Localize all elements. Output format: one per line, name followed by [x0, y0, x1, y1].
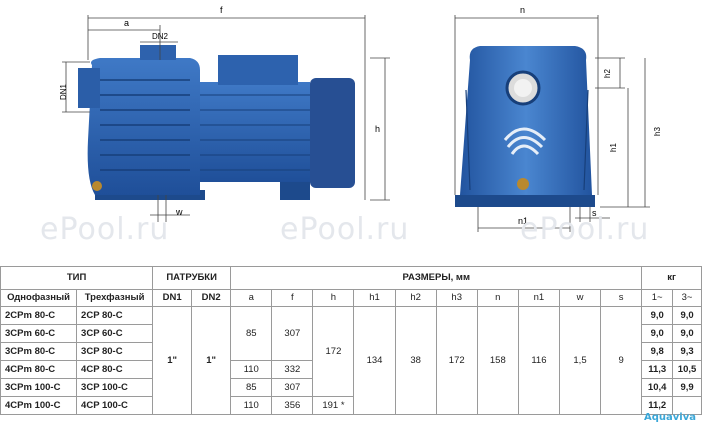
header-type: ТИП: [0, 266, 154, 290]
table-row: 3CPm 80-C 3CP 80-C 9,8 9,3: [0, 342, 702, 361]
cell-w: 1,5: [558, 306, 602, 415]
side-view: [78, 45, 355, 200]
dim-w: w: [175, 207, 183, 217]
cell-h3: 172: [435, 306, 478, 415]
cell-w3: 10,5: [672, 360, 702, 379]
cell-w1: 11,2: [641, 396, 674, 415]
table-row: 3CPm 60-C 3CP 60-C 9,0 9,0: [0, 324, 702, 343]
cell-w1: 9,0: [641, 306, 674, 325]
dim-h: h: [375, 124, 380, 134]
header-ports: ПАТРУБКИ: [152, 266, 232, 290]
front-dimension-lines: [454, 15, 650, 232]
cell-a: 110: [230, 396, 273, 415]
col-h: h: [312, 289, 355, 307]
cell-three: 3CP 100-C: [76, 378, 154, 397]
dim-dn2: DN2: [152, 32, 169, 41]
dim-a: a: [124, 18, 129, 28]
cell-w1: 9,8: [641, 342, 674, 361]
cell-h: 172: [312, 306, 355, 397]
cell-n: 158: [476, 306, 519, 415]
cell-three: 2CP 80-C: [76, 306, 154, 325]
table-row: 4CPm 80-C 4CP 80-C 110 332 11,3 10,5: [0, 360, 702, 379]
brand-logo: Aquaviva: [644, 412, 696, 423]
col-single: Однофазный: [0, 289, 78, 307]
cell-w1: 11,3: [641, 360, 674, 379]
col-f: f: [271, 289, 314, 307]
dim-h2: h2: [603, 69, 612, 78]
watermark: ePool.ru: [520, 212, 650, 247]
cell-single: 3CPm 80-C: [0, 342, 78, 361]
cell-three: 4CP 80-C: [76, 360, 154, 379]
cell-f: 332: [271, 360, 314, 379]
cell-w1: 10,4: [641, 378, 674, 397]
table-row: 4CPm 100-C 4CP 100-C 110 356 191 * 11,2: [0, 396, 702, 415]
cell-a: 85: [230, 378, 273, 397]
cell-h1: 134: [353, 306, 396, 415]
col-n1: n1: [517, 289, 560, 307]
col-h3: h3: [435, 289, 478, 307]
col-w: w: [558, 289, 602, 307]
cell-w3: 9,0: [672, 324, 702, 343]
dim-dn1: DN1: [59, 83, 68, 100]
cell-w3: 9,0: [672, 306, 702, 325]
col-dn2: DN2: [191, 289, 232, 307]
cell-single: 4CPm 100-C: [0, 396, 78, 415]
cell-three: 3CP 80-C: [76, 342, 154, 361]
dim-f: f: [220, 5, 223, 15]
cell-h2: 38: [394, 306, 437, 415]
cell-single: 3CPm 100-C: [0, 378, 78, 397]
dim-n: n: [520, 5, 525, 15]
col-w1: 1~: [641, 289, 674, 307]
cell-three: 4CP 100-C: [76, 396, 154, 415]
table-row: 2CPm 80-C 2CP 80-C 1" 1" 85 307 172 134 …: [0, 306, 702, 415]
cell-a: 85: [230, 306, 273, 361]
cell-single: 2CPm 80-C: [0, 306, 78, 325]
dim-h1: h1: [609, 143, 618, 152]
col-s: s: [600, 289, 643, 307]
cell-n1: 116: [517, 306, 560, 415]
cell-w3: [672, 396, 702, 415]
side-dimension-lines: [62, 15, 390, 222]
pump-drawings: a f DN2 DN1 h w n h2 h3: [59, 5, 662, 232]
cell-w1: 9,0: [641, 324, 674, 343]
header-weight: кг: [641, 266, 702, 290]
col-w3: 3~: [672, 289, 702, 307]
cell-w3: 9,9: [672, 378, 702, 397]
cell-f: 307: [271, 306, 314, 361]
cell-w3: 9,3: [672, 342, 702, 361]
cell-dn2: 1": [191, 306, 232, 415]
header-dims: РАЗМЕРЫ, мм: [230, 266, 643, 290]
cell-single: 4CPm 80-C: [0, 360, 78, 379]
dim-h3: h3: [653, 127, 662, 136]
cell-f: 307: [271, 378, 314, 397]
cell-s: 9: [600, 306, 643, 415]
watermark: ePool.ru: [40, 212, 170, 247]
col-three: Трехфазный: [76, 289, 154, 307]
col-h2: h2: [394, 289, 437, 307]
col-a: a: [230, 289, 273, 307]
cell-three: 3CP 60-C: [76, 324, 154, 343]
dimensions-table: ТИП ПАТРУБКИ РАЗМЕРЫ, мм кг Однофазный Т…: [0, 266, 702, 415]
watermark: ePool.ru: [280, 212, 410, 247]
front-view: [455, 46, 595, 207]
dim-s: s: [592, 208, 597, 218]
cell-a: 110: [230, 360, 273, 379]
col-h1: h1: [353, 289, 396, 307]
dim-n1: n1: [518, 216, 528, 226]
col-dn1: DN1: [152, 289, 193, 307]
cell-single: 3CPm 60-C: [0, 324, 78, 343]
cell-h: 191 *: [312, 396, 355, 415]
cell-dn1: 1": [152, 306, 193, 415]
col-n: n: [476, 289, 519, 307]
cell-f: 356: [271, 396, 314, 415]
